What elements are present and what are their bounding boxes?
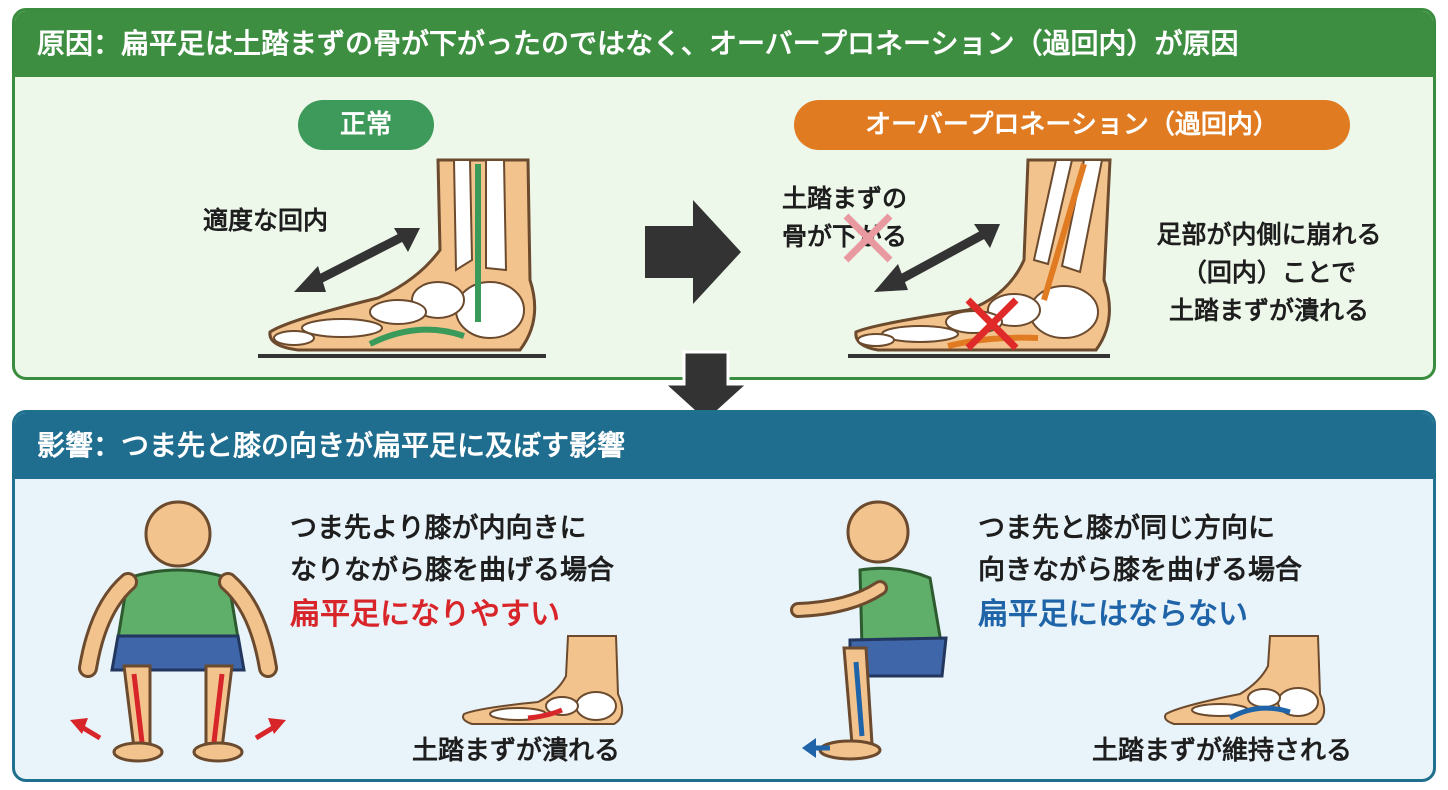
flatfoot-likely-result: 扁平足になりやすい bbox=[290, 597, 560, 632]
bidirectional-arrow-icon bbox=[874, 224, 1000, 292]
flatfoot-prevented-result: 扁平足にはならない bbox=[978, 597, 1248, 632]
arch-collapses-label: 土踏まずが潰れる bbox=[412, 736, 621, 766]
foot-skeleton-icon bbox=[462, 635, 624, 725]
normal-pronation-label: 適度な回内 bbox=[203, 206, 329, 235]
cross-mark-icon bbox=[843, 213, 893, 263]
normal-pill: 正常 bbox=[298, 100, 434, 150]
person-squat-icon bbox=[70, 500, 286, 763]
bidirectional-arrow-icon bbox=[294, 228, 420, 292]
right-arrow-icon bbox=[645, 200, 741, 304]
foot-skeleton-icon bbox=[258, 158, 546, 358]
foot-skeleton-icon bbox=[1164, 635, 1326, 725]
knee-aligned-description: つま先と膝が同じ方向に 向きながら膝を曲げる場合 bbox=[978, 513, 1302, 586]
knee-inward-description: つま先より膝が内向きに なりながら膝を曲げる場合 bbox=[290, 513, 614, 586]
cause-panel: 原因：扁平足は土踏まずの骨が下がったのではなく、オーバープロネーション（過回内）… bbox=[12, 8, 1436, 380]
person-squat-icon bbox=[790, 500, 948, 761]
overpronation-pill: オーバープロネーション（過回内） bbox=[794, 100, 1350, 150]
foot-skeleton-icon bbox=[848, 158, 1112, 358]
arch-maintained-label: 土踏まずが維持される bbox=[1092, 736, 1353, 766]
down-arrow-icon bbox=[660, 350, 752, 425]
cause-header: 原因：扁平足は土踏まずの骨が下がったのではなく、オーバープロネーション（過回内）… bbox=[15, 11, 1433, 77]
collapse-explanation: 足部が内側に崩れる （回内）ことで 土踏まずが潰れる bbox=[1156, 220, 1382, 325]
bone-drop-label: 土踏まずの 骨が下がる bbox=[782, 184, 908, 251]
effect-header: 影響：つま先と膝の向きが扁平足に及ぼす影響 bbox=[15, 413, 1433, 479]
